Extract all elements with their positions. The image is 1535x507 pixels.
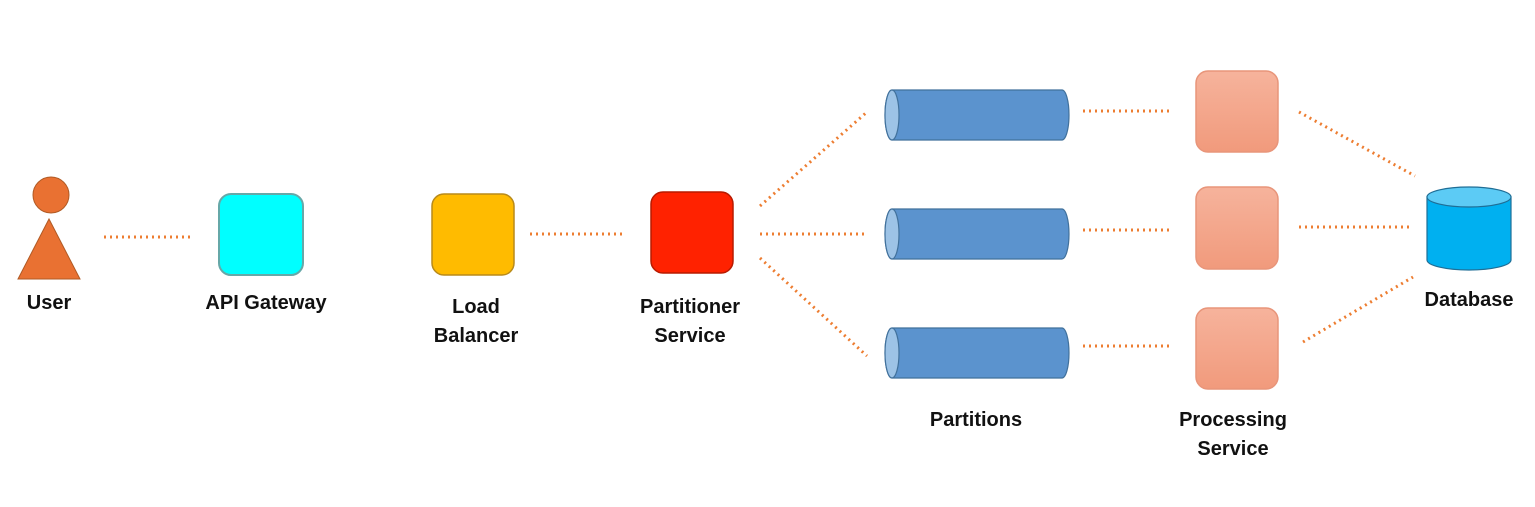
database-icon: [1426, 186, 1512, 271]
partitioner-service-label: Partitioner Service: [639, 296, 741, 347]
partition-3: [884, 327, 1070, 379]
load-balancer-label: Load Balancer: [433, 296, 519, 347]
partitioner-service-box: [650, 191, 734, 274]
queue-cylinder-icon: [884, 208, 900, 260]
processing-service-label: Processing Service: [1179, 409, 1287, 460]
processing-service-box-3: [1195, 307, 1279, 390]
load-balancer-box: [431, 193, 515, 276]
connectors: [104, 109, 1416, 358]
processing-service-box-2: [1195, 186, 1279, 270]
connector-partitioner-partition-1: [759, 110, 868, 208]
api-gateway-label: API Gateway: [205, 292, 327, 314]
processing-service-box-1: [1195, 70, 1279, 153]
user-icon: [17, 176, 81, 280]
database-label: Database: [1424, 289, 1514, 311]
api-gateway-box: [218, 193, 304, 276]
connector-partitioner-partition-3: [758, 256, 869, 358]
connector-processing-1-database: [1298, 110, 1416, 178]
queue-cylinder-icon: [884, 89, 900, 141]
queue-cylinder-icon: [884, 327, 900, 379]
connector-processing-3-database: [1302, 275, 1414, 344]
partition-1: [884, 89, 1070, 141]
user-label: User: [26, 292, 72, 314]
partitions-label: Partitions: [929, 409, 1023, 431]
partition-2: [884, 208, 1070, 260]
